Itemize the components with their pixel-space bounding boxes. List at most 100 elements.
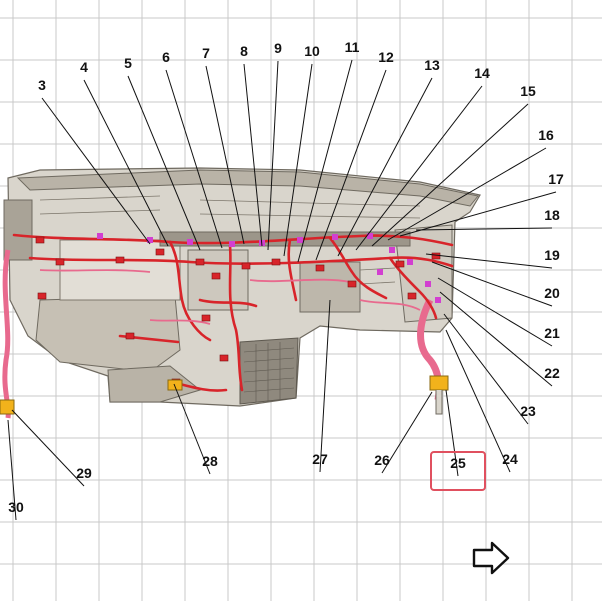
- callout-number: 28: [202, 453, 218, 469]
- callout-number: 21: [544, 325, 560, 341]
- leader-line: [437, 277, 553, 347]
- leader-line: [319, 299, 331, 473]
- connector-magenta: [297, 237, 303, 243]
- connector-magenta: [389, 247, 395, 253]
- callout-number: 15: [520, 83, 536, 99]
- secondary-harness: [39, 269, 421, 325]
- leader-line: [399, 191, 557, 237]
- leader-line: [431, 261, 553, 307]
- callout-number: 4: [80, 59, 88, 75]
- connector-red: [155, 248, 165, 256]
- connector-magenta: [425, 281, 431, 287]
- connector-red: [431, 252, 441, 260]
- connector-red: [125, 332, 135, 340]
- callout-number: 10: [304, 43, 320, 59]
- leader-line: [267, 60, 279, 251]
- callout-number: 13: [424, 57, 440, 73]
- leader-line: [445, 389, 459, 477]
- callout-leader-lines: [7, 59, 557, 521]
- connector-red: [115, 256, 125, 264]
- connector-yellow: [167, 379, 183, 391]
- leader-line: [337, 77, 433, 257]
- callout-number: 26: [374, 452, 390, 468]
- connector-red: [37, 292, 47, 300]
- main-wiring-harness: [12, 233, 454, 392]
- callout-number: 29: [76, 465, 92, 481]
- callout-number: 6: [162, 49, 170, 65]
- callout-number: 11: [345, 39, 360, 55]
- leader-line: [11, 409, 85, 487]
- leader-line: [355, 85, 483, 251]
- connector-red: [347, 280, 357, 288]
- right-lower-harness: [417, 298, 449, 415]
- callout-number: 8: [240, 43, 248, 59]
- left-harness-run: [2, 249, 11, 419]
- connector-magenta: [367, 233, 373, 239]
- callout-number: 3: [38, 77, 46, 93]
- connector-magenta: [187, 239, 193, 245]
- leader-line: [381, 391, 433, 474]
- arrow-right-outline-icon[interactable]: [472, 541, 510, 575]
- connector-red: [219, 354, 229, 362]
- callout-number: 24: [502, 451, 518, 467]
- callout-number: 20: [544, 285, 560, 301]
- dashboard-assembly: [3, 167, 481, 407]
- callout-number: 22: [544, 365, 560, 381]
- connector-magenta: [407, 259, 413, 265]
- leader-line: [41, 97, 151, 245]
- dashboard-top-rim: [16, 169, 479, 207]
- highlighted-callout-box: [430, 451, 486, 491]
- leader-line: [445, 329, 511, 473]
- leader-line: [425, 253, 553, 269]
- connector-magenta: [377, 269, 383, 275]
- leader-line: [283, 63, 313, 257]
- leader-line: [297, 59, 353, 263]
- lower-left-duct: [107, 365, 202, 403]
- callout-number: 18: [544, 207, 560, 223]
- left-lower-harness: [0, 249, 15, 419]
- connector-red: [315, 264, 325, 272]
- callout-number: 5: [124, 55, 132, 71]
- callout-number: 7: [202, 45, 210, 61]
- callout-number: 14: [474, 65, 490, 81]
- leader-line: [315, 69, 387, 261]
- grille-pattern: [243, 342, 295, 402]
- left-connector-yellow: [0, 399, 15, 415]
- callout-number: 17: [548, 171, 564, 187]
- callout-number: 9: [274, 40, 282, 56]
- connector-red: [395, 260, 405, 268]
- connector-red: [195, 258, 205, 266]
- right-connector-yellow: [429, 375, 449, 391]
- connector-red: [201, 314, 211, 322]
- leader-line: [443, 313, 529, 425]
- callout-number: 23: [520, 403, 536, 419]
- harness-connectors: [35, 233, 441, 391]
- leader-line: [243, 63, 263, 247]
- console-grille: [239, 337, 299, 405]
- connector-red: [211, 272, 221, 280]
- leader-line: [387, 147, 547, 241]
- leader-line: [439, 291, 553, 387]
- leader-line: [415, 227, 553, 231]
- connector-magenta: [147, 237, 153, 243]
- connector-magenta: [332, 234, 338, 240]
- connector-red: [271, 258, 281, 266]
- leader-line: [371, 103, 529, 247]
- callout-number: 16: [538, 127, 554, 143]
- callout-number: 12: [378, 49, 394, 65]
- connector-magenta: [229, 241, 235, 247]
- callout-number: 30: [8, 499, 24, 515]
- connector-red: [241, 262, 251, 270]
- callout-number[interactable]: 25: [450, 455, 466, 471]
- leader-line: [205, 65, 245, 245]
- left-vent-panel: [3, 199, 33, 261]
- connector-magenta: [435, 297, 441, 303]
- leader-line: [127, 75, 201, 251]
- connector-magenta: [97, 233, 103, 239]
- callout-number: 27: [312, 451, 328, 467]
- leader-line: [83, 79, 169, 247]
